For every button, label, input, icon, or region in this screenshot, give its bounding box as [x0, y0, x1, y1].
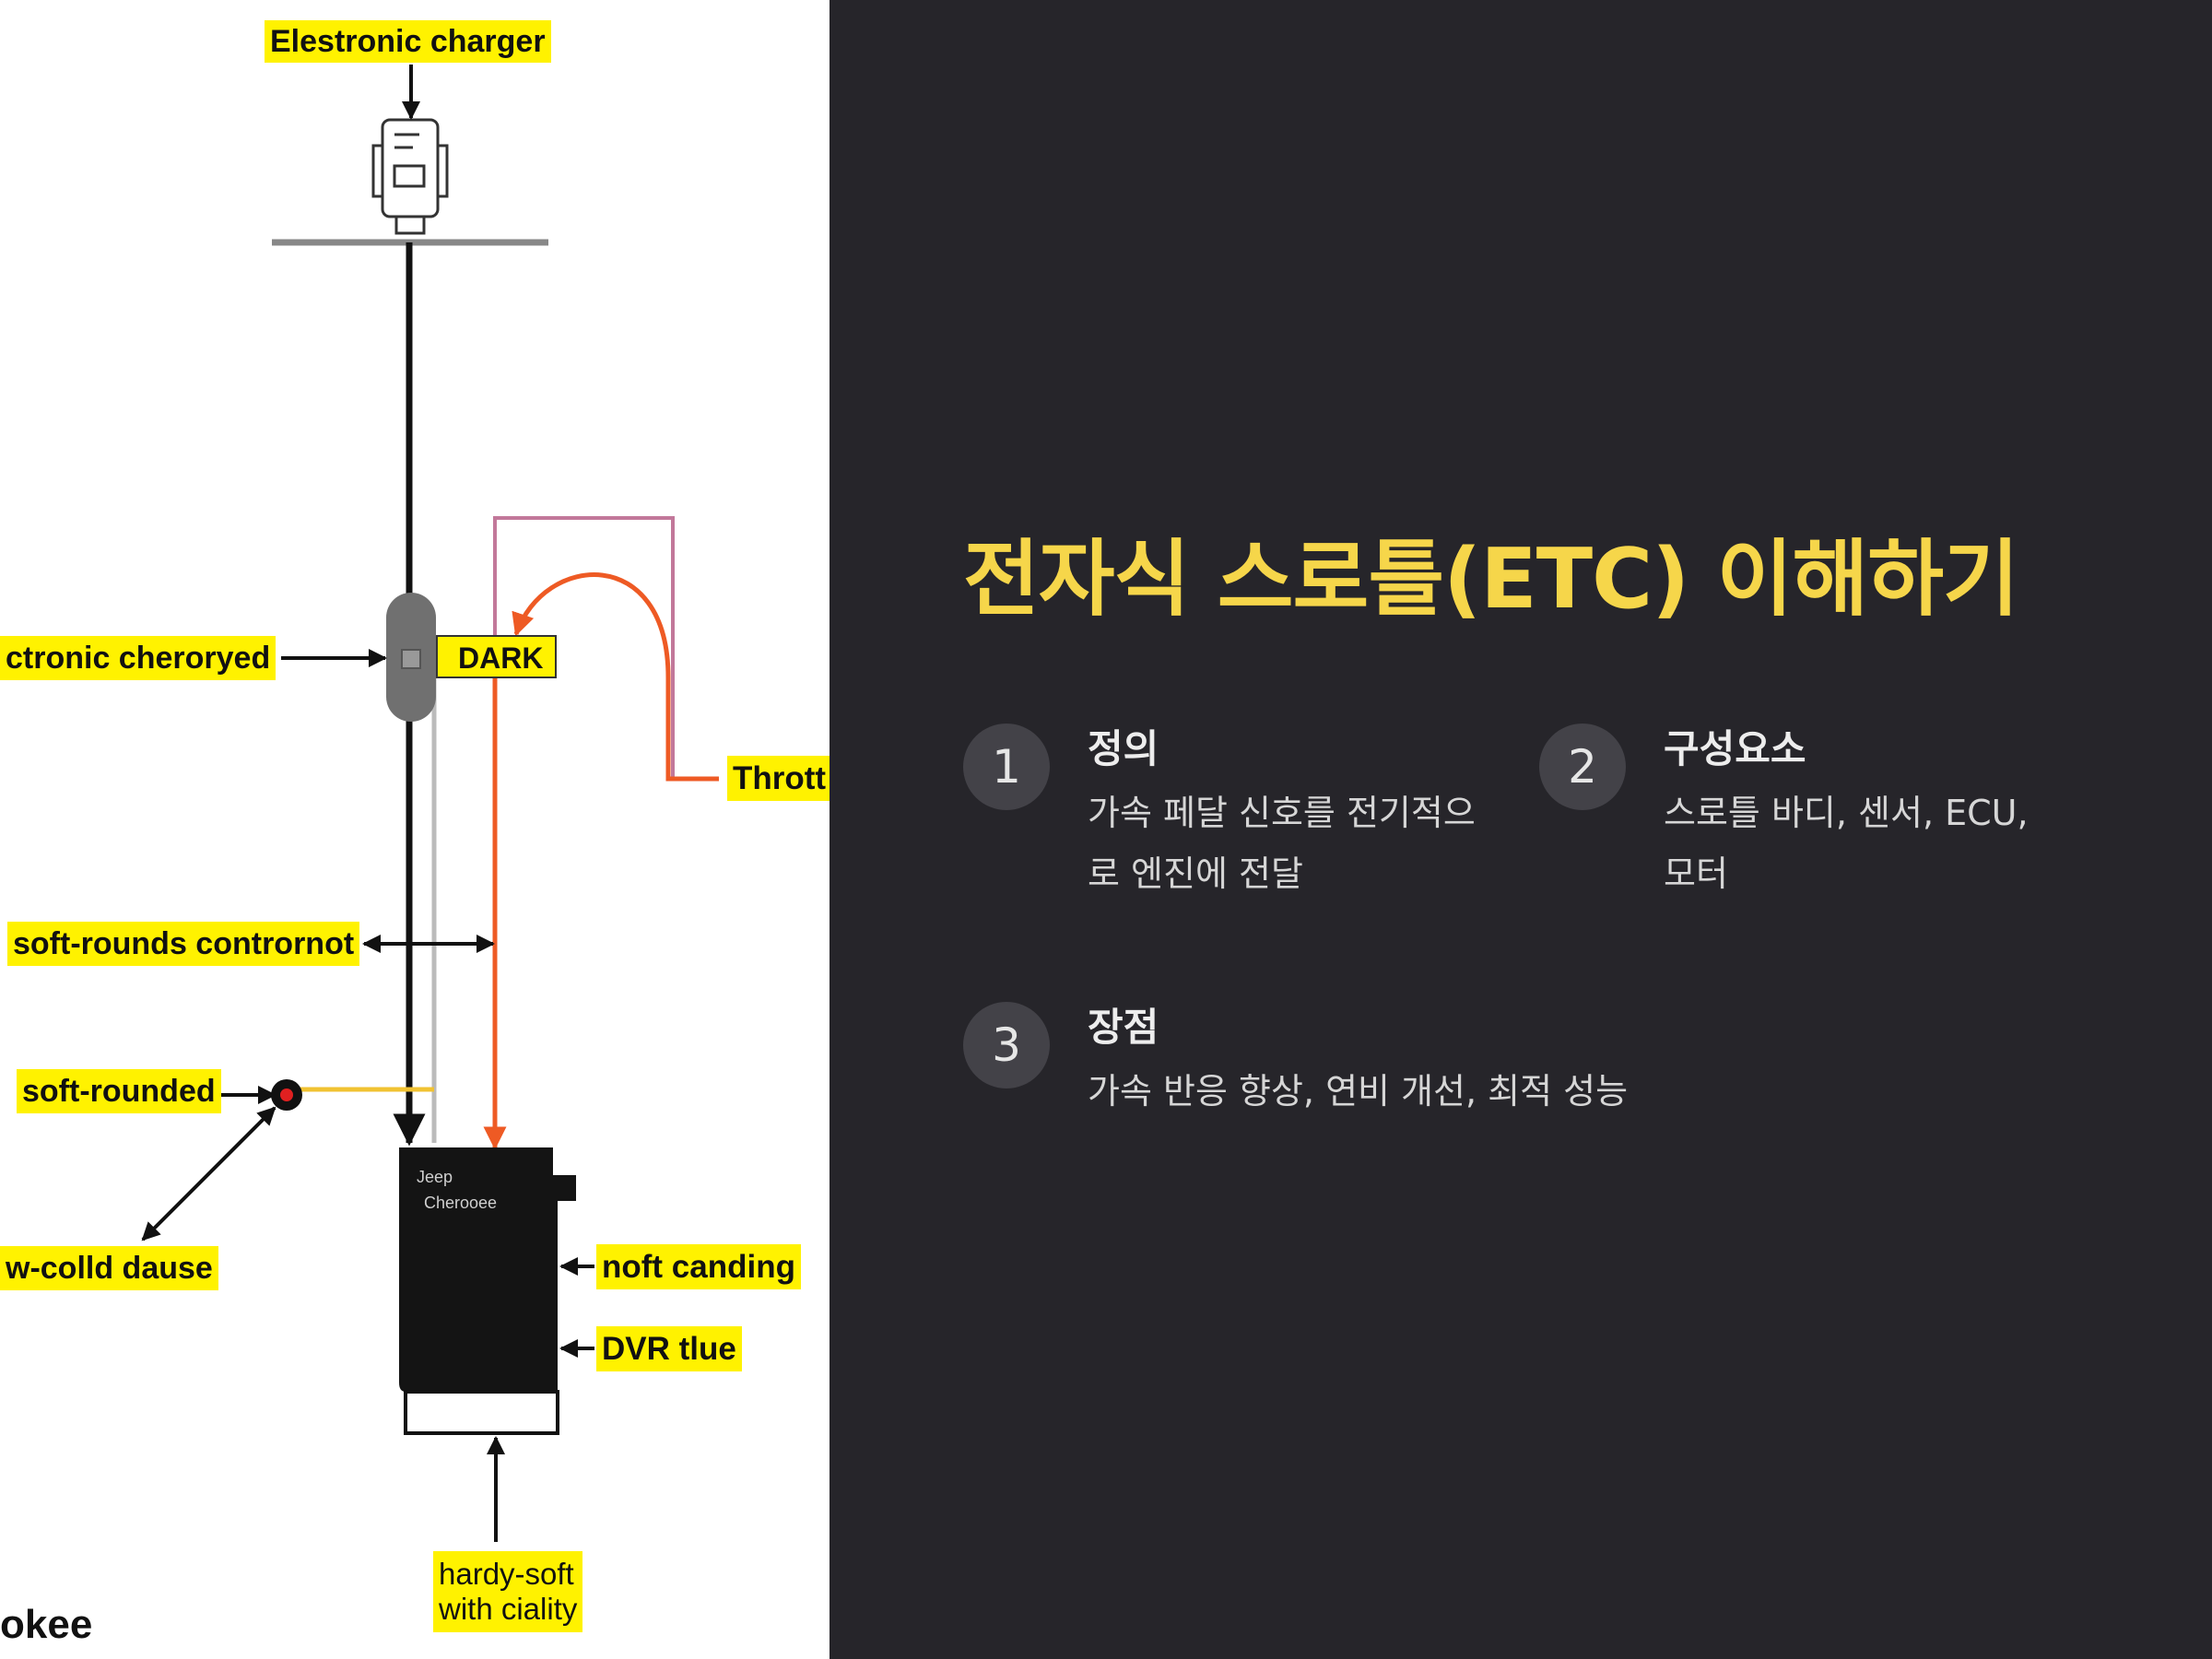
colld-label: w-colld dause	[0, 1246, 218, 1290]
ecu-box-text: Jeep Cherooee	[417, 1164, 497, 1216]
point-desc-line1: 가속 페달 신호를 전기적으	[1088, 793, 1476, 833]
point-desc-line2: 로 엔진에 전달	[1088, 853, 1303, 894]
point-components: 2 구성요소 스로틀 바디, 센서, ECU, 모터	[1539, 724, 2092, 908]
ecu-box-line2: Cherooee	[424, 1194, 498, 1212]
point-number-circle: 3	[963, 1002, 1050, 1088]
point-desc-line1: 스로틀 바디, 센서, ECU,	[1664, 793, 2029, 833]
point-number-circle: 1	[963, 724, 1050, 810]
point-definition: 1 정의 가속 페달 신호를 전기적으 로 엔진에 전달	[963, 724, 1516, 908]
point-title: 정의	[1088, 726, 1159, 771]
throttle-diagram	[141, 65, 719, 1542]
charger-label: Elestronic charger	[265, 20, 551, 63]
hardy-label: hardy-soft with ciality	[433, 1551, 583, 1632]
ecu-box-line1: Jeep	[417, 1168, 453, 1186]
point-title: 구성요소	[1664, 726, 1806, 771]
point-desc-line1: 가속 반응 향상, 연비 개선, 최적 성능	[1088, 1071, 1629, 1112]
dvr-label: DVR tlue	[596, 1326, 742, 1371]
point-number-circle: 2	[1539, 724, 1626, 810]
brand-logo-text: okee	[0, 1602, 93, 1647]
point-desc: 가속 반응 향상, 연비 개선, 최적 성능	[1088, 1061, 1788, 1122]
noft-label: noft canding	[596, 1244, 801, 1289]
colld-diagonal-arrow	[141, 1106, 276, 1241]
point-desc: 스로틀 바디, 센서, ECU, 모터	[1664, 782, 2106, 904]
dark-label: DARK	[436, 635, 557, 678]
ecu-box	[399, 1147, 576, 1435]
soft-rounded-label: soft-rounded	[17, 1069, 221, 1113]
slide-panel: 전자식 스로틀(ETC) 이해하기 1 정의 가속 페달 신호를 전기적으 로 …	[830, 0, 2212, 1659]
hardy-label-line2: with ciality	[439, 1592, 578, 1626]
slide-title: 전자식 스로틀(ETC) 이해하기	[963, 531, 2019, 628]
charger-device-icon	[371, 118, 449, 235]
point-title: 장점	[1088, 1005, 1159, 1050]
diagram-panel: Elestronic charger ctronic cheroryed DAR…	[0, 0, 830, 1659]
throttle-label: Thrott	[727, 756, 830, 801]
electronic-label: ctronic cheroryed	[0, 636, 276, 680]
point-desc: 가속 페달 신호를 전기적으 로 엔진에 전달	[1088, 782, 1530, 904]
throttle-signal-curve	[512, 572, 719, 782]
point-desc-line2: 모터	[1664, 853, 1728, 894]
hardy-label-line1: hardy-soft	[439, 1557, 574, 1591]
soft-rounds-label: soft-rounds contrornot	[7, 922, 360, 966]
connector-chip-icon	[401, 649, 421, 669]
point-advantages: 3 장점 가속 반응 향상, 연비 개선, 최적 성능	[963, 1002, 1793, 1140]
